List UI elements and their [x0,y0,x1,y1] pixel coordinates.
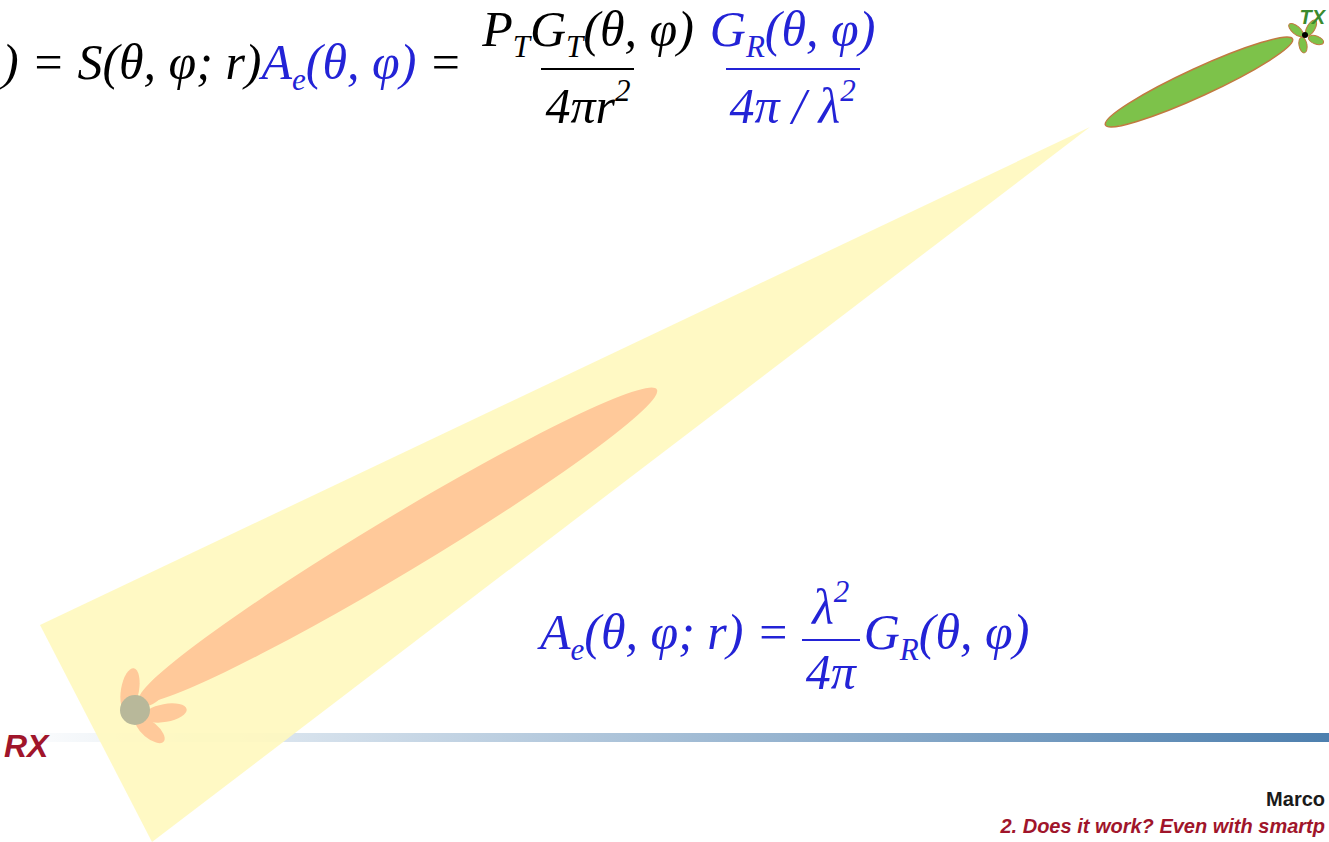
equation-term: (θ, φ) [306,34,417,90]
equation-term: R [746,29,765,64]
equation-term: 2 [840,73,856,108]
equation-term: (θ, φ) [919,604,1030,660]
denominator: 4π [802,639,860,700]
equation-term: 2 [834,574,850,609]
equation-term: λ [812,579,834,635]
equation-term: G [864,604,900,660]
fraction: λ24π [802,575,860,700]
fraction: PTGT(θ, φ)4πr2 [478,2,698,134]
denominator: 4π / λ2 [726,68,860,134]
equation-term: P [482,1,513,57]
beam-cone [40,127,1090,842]
equation-term: T [566,29,583,64]
equation-term: T [513,29,530,64]
denominator: 4πr2 [541,68,634,134]
equation-term: G [530,1,566,57]
equation-term: (θ, φ) [765,1,876,57]
tx-pattern [1100,18,1325,138]
equation-term: 4π [806,644,856,700]
numerator: GR(θ, φ) [706,2,880,68]
equation-term: (θ, φ) [583,1,694,57]
equation-term: 4π / λ [730,78,841,134]
equation-term: R [900,632,919,667]
equation-term: G [710,1,746,57]
equation: Ae(θ, φ; r) =λ24πGR(θ, φ) [540,575,1029,700]
numerator: λ2 [808,575,853,639]
tx-label: TX [1299,6,1325,29]
equation-term: e [292,62,306,97]
equation-term: = [428,34,462,90]
equation-term: (θ, φ; r) = [584,604,789,660]
rx-label: RX [4,728,48,765]
equation-term: 4πr [545,78,615,134]
equation-term: ) = S(θ, φ; r) [2,34,262,90]
equation-term: 2 [615,73,631,108]
footer-title: 2. Does it work? Even with smartp [1000,815,1325,838]
equation-term: A [540,604,571,660]
author-name: Marco [1266,788,1325,811]
equation-term: A [262,34,293,90]
equation-term: e [571,632,585,667]
equation: ) = S(θ, φ; r)Ae(θ, φ)=PTGT(θ, φ)4πr2GR(… [2,2,883,134]
numerator: PTGT(θ, φ) [478,2,698,68]
fraction: GR(θ, φ)4π / λ2 [706,2,880,134]
rx-pattern [117,365,671,747]
